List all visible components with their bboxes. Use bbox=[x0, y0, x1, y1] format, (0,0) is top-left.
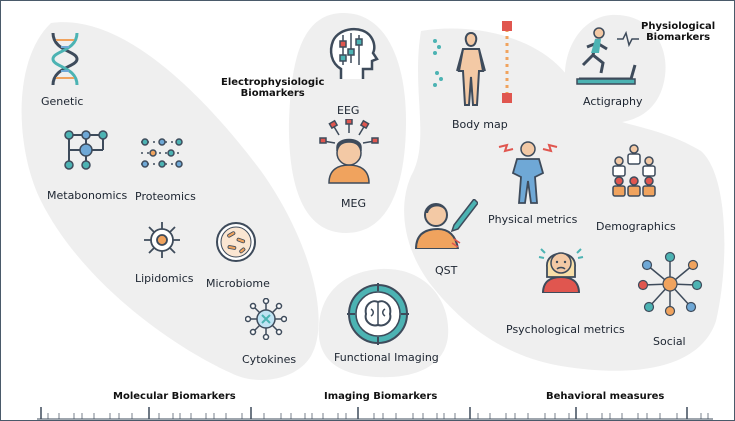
group-label-electrophysiologic-line2: Biomarkers bbox=[240, 88, 305, 99]
molecule-network-icon bbox=[64, 130, 108, 170]
bottom-axis bbox=[37, 407, 713, 420]
dna-icon bbox=[51, 32, 79, 86]
label-social: Social bbox=[653, 335, 686, 348]
group-label-physiological-line2: Biomarkers bbox=[646, 32, 711, 43]
group-label-molecular: Molecular Biomarkers bbox=[113, 391, 236, 402]
label-actigraphy: Actigraphy bbox=[583, 95, 643, 108]
psychological-metrics-icon bbox=[538, 248, 584, 293]
physiological-region-blob bbox=[564, 14, 666, 124]
group-label-behavioral: Behavioral measures bbox=[546, 391, 665, 402]
label-proteomics: Proteomics bbox=[135, 190, 196, 203]
axis-ticks bbox=[40, 407, 709, 419]
group-label-imaging: Imaging Biomarkers bbox=[324, 391, 438, 402]
group-label-physiological-line1: Physiological bbox=[641, 21, 716, 32]
label-functional-imaging: Functional Imaging bbox=[334, 351, 439, 364]
label-metabonomics: Metabonomics bbox=[47, 189, 128, 202]
label-demographics: Demographics bbox=[596, 220, 676, 233]
brain-scan-icon bbox=[347, 283, 409, 345]
label-lipidomics: Lipidomics bbox=[135, 272, 194, 285]
meg-scanner-icon bbox=[319, 119, 379, 184]
group-label-physiological: Physiological Biomarkers bbox=[641, 21, 715, 43]
label-meg: MEG bbox=[341, 197, 366, 210]
label-microbiome: Microbiome bbox=[206, 277, 270, 290]
lipid-node-icon bbox=[144, 222, 180, 258]
qst-sensory-test-icon bbox=[414, 199, 478, 249]
protein-chain-icon bbox=[141, 138, 183, 168]
label-eeg: EEG bbox=[337, 104, 360, 117]
treadmill-runner-icon bbox=[576, 27, 639, 85]
label-cytokines: Cytokines bbox=[242, 353, 297, 366]
petri-dish-icon bbox=[216, 222, 256, 262]
label-physical-metrics: Physical metrics bbox=[488, 213, 578, 226]
cytokine-icon bbox=[245, 298, 287, 340]
label-body-map: Body map bbox=[452, 118, 508, 131]
label-qst: QST bbox=[435, 264, 458, 277]
physical-metrics-icon bbox=[498, 141, 558, 204]
group-label-electrophysiologic-line1: Electrophysiologic bbox=[221, 77, 325, 88]
molecular-region-blob bbox=[21, 22, 319, 380]
group-label-electrophysiologic: Electrophysiologic Biomarkers bbox=[221, 77, 324, 99]
social-network-icon bbox=[637, 251, 703, 317]
body-map-icon bbox=[433, 21, 512, 106]
label-psychological-metrics: Psychological metrics bbox=[506, 323, 625, 336]
demographics-icon bbox=[612, 144, 656, 197]
eeg-head-icon bbox=[329, 28, 379, 79]
label-genetic: Genetic bbox=[41, 95, 84, 108]
